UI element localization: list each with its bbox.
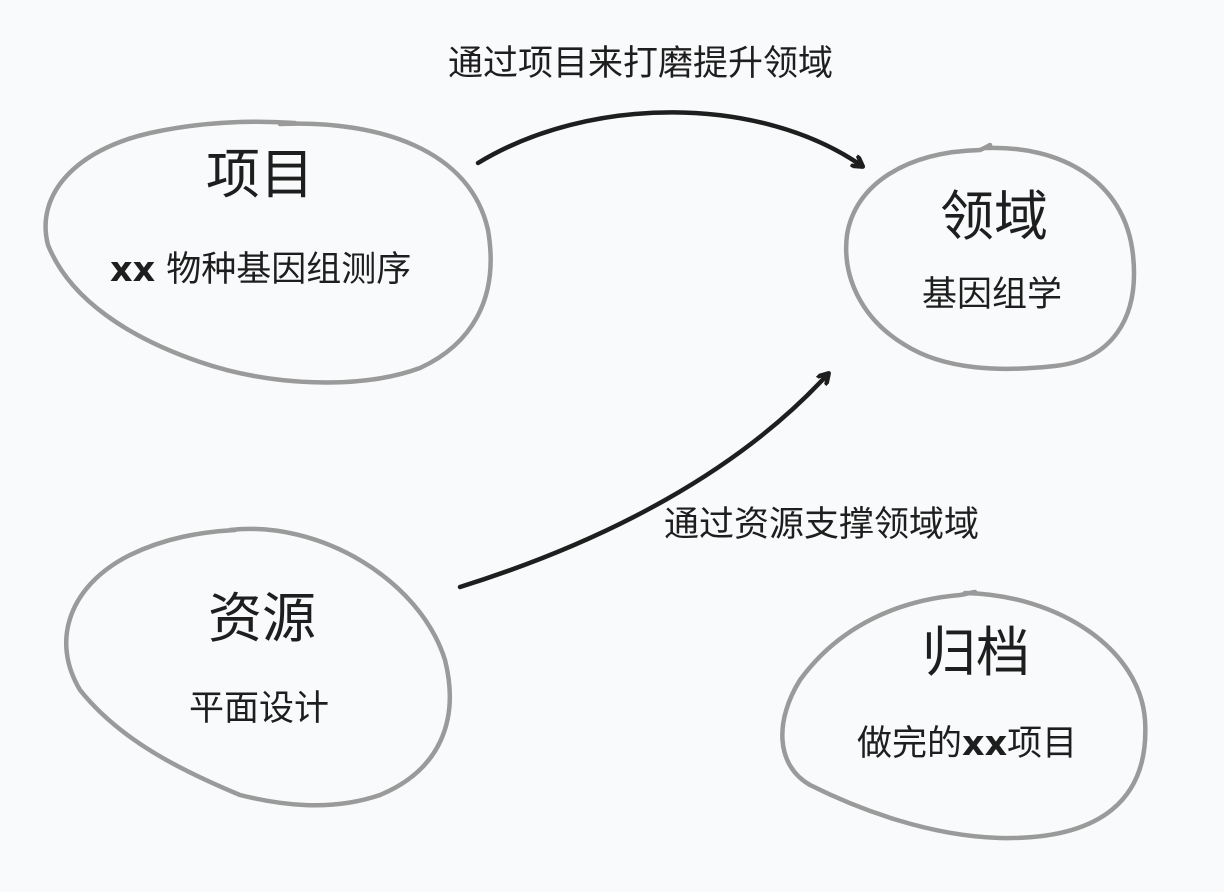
project-node-subtitle: xx 物种基因组测序 xyxy=(110,253,411,288)
edge-label-resource-to-domain: 通过资源支撑领域域 xyxy=(664,505,980,545)
archive-node-title: 归档 xyxy=(922,621,1030,684)
project-node-subtitle-text: 物种基因组测序 xyxy=(166,250,412,290)
domain-node-subtitle: 基因组学 xyxy=(922,275,1063,315)
resource-node-subtitle: 平面设计 xyxy=(189,689,330,729)
arrow-project-to-domain[interactable] xyxy=(475,110,862,166)
domain-node-title: 领域 xyxy=(940,185,1048,248)
project-node-prefix: xx xyxy=(110,250,156,290)
archive-node-subtitle-post: 项目 xyxy=(1007,724,1078,764)
resource-node-outline[interactable] xyxy=(64,526,453,808)
project-node-title: 项目 xyxy=(206,143,314,206)
archive-node-mid: xx xyxy=(962,724,1008,764)
arrow-resource-to-domain[interactable] xyxy=(457,374,828,590)
archive-node-subtitle-pre: 做完的 xyxy=(857,724,963,764)
edge-label-project-to-domain: 通过项目来打磨提升领域 xyxy=(448,44,834,84)
archive-node-subtitle: 做完的xx项目 xyxy=(857,727,1077,762)
project-node-outline[interactable] xyxy=(43,119,493,385)
domain-node-outline[interactable] xyxy=(843,142,1137,372)
resource-node-title: 资源 xyxy=(208,587,316,650)
archive-node-outline[interactable] xyxy=(780,589,1148,841)
